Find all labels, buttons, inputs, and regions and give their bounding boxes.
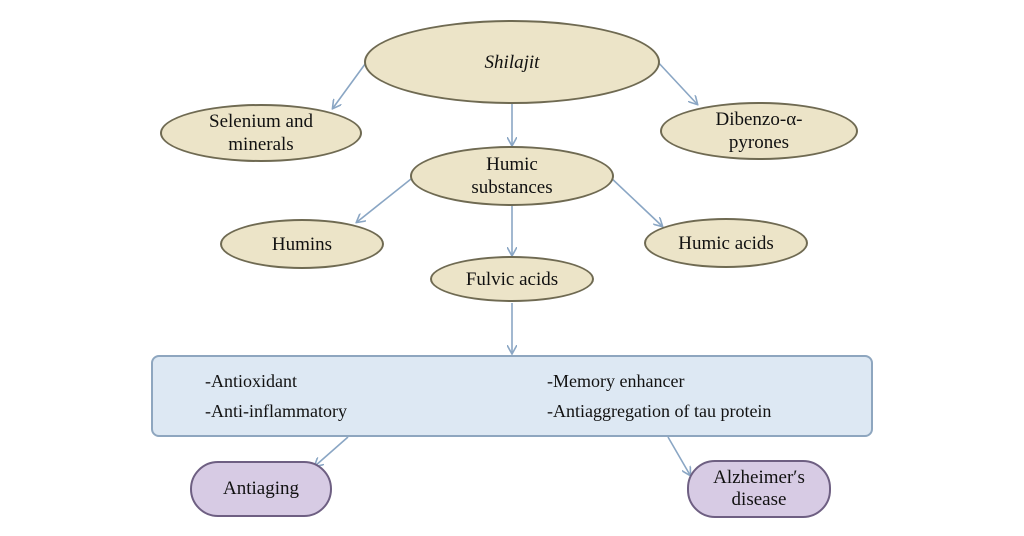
selenium-label-line2: minerals — [228, 134, 294, 155]
dibenzo-label-line1: Dibenzo-α- — [715, 109, 803, 130]
property-antiaggregation-tau: -Antiaggregation of tau protein — [547, 401, 772, 421]
arrow-shilajit-to-dibenzo — [655, 59, 697, 104]
humic-acids-node: Humic acids — [644, 218, 808, 268]
property-anti-inflammatory: -Anti-inflammatory — [205, 401, 347, 421]
humins-node: Humins — [220, 219, 384, 269]
fulvic-acids-label: Fulvic acids — [465, 268, 559, 290]
humic-substances-label-line1: Humic — [486, 154, 538, 175]
properties-box: -Antioxidant -Anti-inflammatory -Memory … — [151, 355, 873, 437]
alzheimers-disease-node: Alzheimer′s disease — [687, 460, 831, 518]
arrow-shilajit-to-selenium — [333, 59, 369, 108]
shilajit-node: Shilajit — [364, 20, 660, 104]
humic-substances-label-line2: substances — [471, 177, 553, 198]
antiaging-node: Antiaging — [190, 461, 332, 517]
antiaging-label: Antiaging — [223, 478, 299, 499]
humins-label: Humins — [271, 233, 333, 255]
arrow-properties-to-antiaging — [315, 436, 349, 466]
alzheimers-label-line1: Alzheimer′s — [713, 467, 805, 488]
selenium-label-line1: Selenium and — [209, 111, 313, 132]
alzheimers-label-line2: disease — [731, 489, 787, 510]
dibenzo-pyrones-node: Dibenzo-α- pyrones — [660, 102, 858, 160]
property-antioxidant: -Antioxidant — [205, 371, 297, 391]
selenium-minerals-node: Selenium and minerals — [160, 104, 362, 162]
arrow-humic-to-humic-acids — [607, 174, 662, 226]
arrow-properties-to-alzheimers — [667, 436, 690, 475]
humic-substances-node: Humic substances — [410, 146, 614, 206]
arrow-humic-to-humins — [357, 174, 417, 222]
fulvic-acids-node: Fulvic acids — [430, 256, 594, 302]
property-memory-enhancer: -Memory enhancer — [547, 371, 685, 391]
shilajit-label: Shilajit — [484, 51, 540, 73]
dibenzo-label-line2: pyrones — [728, 132, 790, 153]
humic-acids-label: Humic acids — [678, 232, 774, 254]
